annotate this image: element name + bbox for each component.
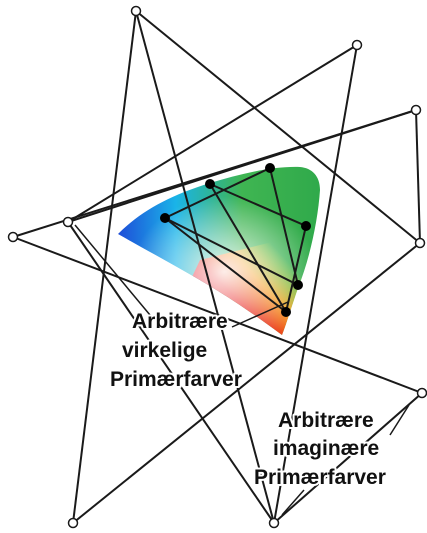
- node-top: [132, 7, 141, 16]
- real-primaries-label: Arbitrære virkelige Primærfarver: [110, 310, 242, 391]
- real-label-line3: Primærfarver: [110, 368, 242, 391]
- imaginary-label-line1: Arbitrære: [278, 409, 374, 432]
- real-label-line1: Arbitrære: [132, 310, 228, 333]
- real-label-line2: virkelige: [122, 339, 207, 362]
- node-left-inner: [64, 218, 73, 227]
- imaginary-primaries-label: Arbitrære imaginære Primærfarver: [254, 409, 386, 489]
- node-right-upper: [412, 106, 421, 115]
- node-right-lower: [418, 389, 427, 398]
- node-left-outer: [9, 233, 18, 242]
- node-bottom-left: [69, 519, 78, 528]
- imaginary-label-line3: Primærfarver: [254, 466, 386, 489]
- node-bottom-mid: [270, 519, 279, 528]
- node-top-right: [353, 41, 362, 50]
- node-right-mid: [416, 239, 425, 248]
- imaginary-label-line2: imaginære: [273, 437, 379, 460]
